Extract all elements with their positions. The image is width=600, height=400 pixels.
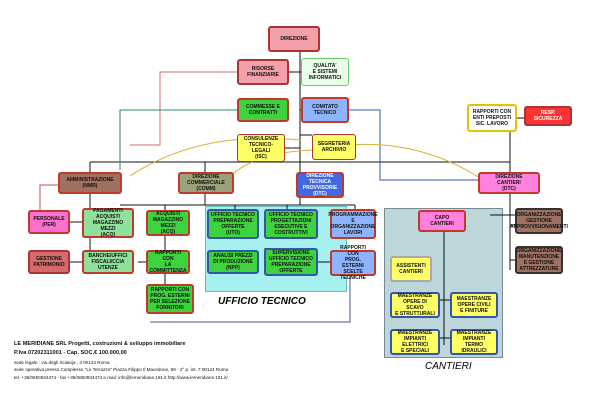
rapporti-committenza-box: RAPPORTI CON LA COMMITTENZA bbox=[146, 250, 190, 274]
rapporti-prog-esterni-fornitori-box: RAPPORTI CON PROG. ESTERNI PER SELEZIONE… bbox=[146, 284, 194, 314]
direzione-tecnica-box: DIREZIONE TECNICA PROVVISORIE (DTC) bbox=[296, 172, 344, 198]
supervisione-box: SUPERVISIONE UFFICIO TECNICO PREPARAZION… bbox=[264, 248, 318, 276]
footer-sede-legale: sede legale : via degli Sciaioja , 3 001… bbox=[14, 360, 110, 365]
direzione-commerciale-box: DIREZIONE COMMERCIALE (COMM) bbox=[178, 172, 234, 194]
rapporti-enti-box: RAPPORTI CON ENTI PREPOSTI SIC. LAVORO bbox=[467, 104, 517, 132]
ut-preparazione-offerte-box: UFFICIO TECNICO PREPARAZIONE OFFERTE (UT… bbox=[207, 209, 259, 239]
org-manutenzione-box: ORGANIZZAZIONE MANUTENZIONE E GESTIONE A… bbox=[515, 246, 563, 274]
comitato-tecnico-box: COMITATO TECNICO bbox=[301, 97, 349, 123]
footer-sede-operativa: sede operativa presso Complesso "Le Terr… bbox=[14, 367, 229, 372]
programmazione-box: PROGRAMMAZIONE E ORGANIZZAZIONE LAVORI bbox=[328, 209, 378, 239]
segreteria-box: SEGRETERIA ARCHIVIO bbox=[312, 134, 356, 160]
gestione-patrimonio-box: GESTIONE PATRIMONIO bbox=[28, 250, 70, 274]
maestranze-civili-box: MAESTRANZE OPERE CIVILI E FINITURE bbox=[450, 292, 498, 318]
footer-piva: P.Iva 07202311001 - Cap. SOC.€ 100.000,0… bbox=[14, 350, 127, 356]
resp-sicurezza-box: RESP. SICUREZZA bbox=[524, 106, 572, 126]
footer-contacts: tel. +39/0650934474 - fax +39/0650934474… bbox=[14, 375, 228, 380]
ut-progettazioni-box: UFFICIO TECNICO PROGETTAZIONI ESECUTIVE … bbox=[264, 209, 318, 239]
footer-company: LE MERIDIANE SRL Progetti, costruzioni &… bbox=[14, 341, 186, 347]
analisi-prezzi-box: ANALISI PREZZI DI PRODUZIONE (NPP) bbox=[207, 250, 259, 274]
banche-uffici-box: BANCHE/UFFICI FISCALI/CCIA UTENZE bbox=[82, 250, 134, 274]
pagamenti-box: PAGAMENTI ACQUISTI MAGAZZINO MEZZI (ACQ) bbox=[82, 208, 134, 238]
maestranze-scavo-box: MAESTRANZE OPERE DI SCAVO E STRUTTURALI bbox=[390, 292, 440, 318]
risorse-finanziarie-box: RISORSE FINANZIARIE bbox=[237, 59, 289, 85]
rapporti-prog-esterni-box: RAPPORTI CON PROG. ESTERNI SCELTE TECNIC… bbox=[330, 245, 376, 281]
amministrazione-box: AMMINISTRAZIONE (NMR) bbox=[58, 172, 122, 194]
consulenze-box: CONSULENZE TECNICO-LEGALI (ISC) bbox=[237, 134, 285, 162]
acquisti-box: ACQUISTI MAGAZZINO MEZZI (ACQ) bbox=[146, 210, 190, 236]
cantieri-label: CANTIERI bbox=[425, 361, 472, 372]
maestranze-elettrici-box: MAESTRANZE IMPIANTI ELETTRICI E SPECIALI bbox=[390, 329, 440, 355]
assistenti-cantieri-box: ASSISTENTI CANTIERI bbox=[390, 256, 432, 282]
personale-box: PERSONALE (PER) bbox=[28, 210, 70, 234]
direzione-box: DIREZIONE bbox=[268, 26, 320, 52]
direzione-cantieri-box: DIREZIONE CANTIERI (DTC) bbox=[478, 172, 540, 194]
ufficio-tecnico-label: UFFICIO TECNICO bbox=[218, 296, 306, 307]
qualita-sistemi-box: QUALITA' E SISTEMI INFORMATICI bbox=[301, 58, 349, 86]
commesse-contratti-box: COMMESSE E CONTRATTI bbox=[237, 98, 289, 122]
org-gestione-approvvigionamenti-box: ORGANIZZAZIONE GESTIONE APPROVVIGIONAMEN… bbox=[510, 208, 568, 234]
capo-cantieri-box: CAPO CANTIERI bbox=[418, 210, 466, 232]
maestranze-idraulici-box: MAESTRANZE IMPIANTI TERMO IDRAULICI bbox=[450, 329, 498, 355]
